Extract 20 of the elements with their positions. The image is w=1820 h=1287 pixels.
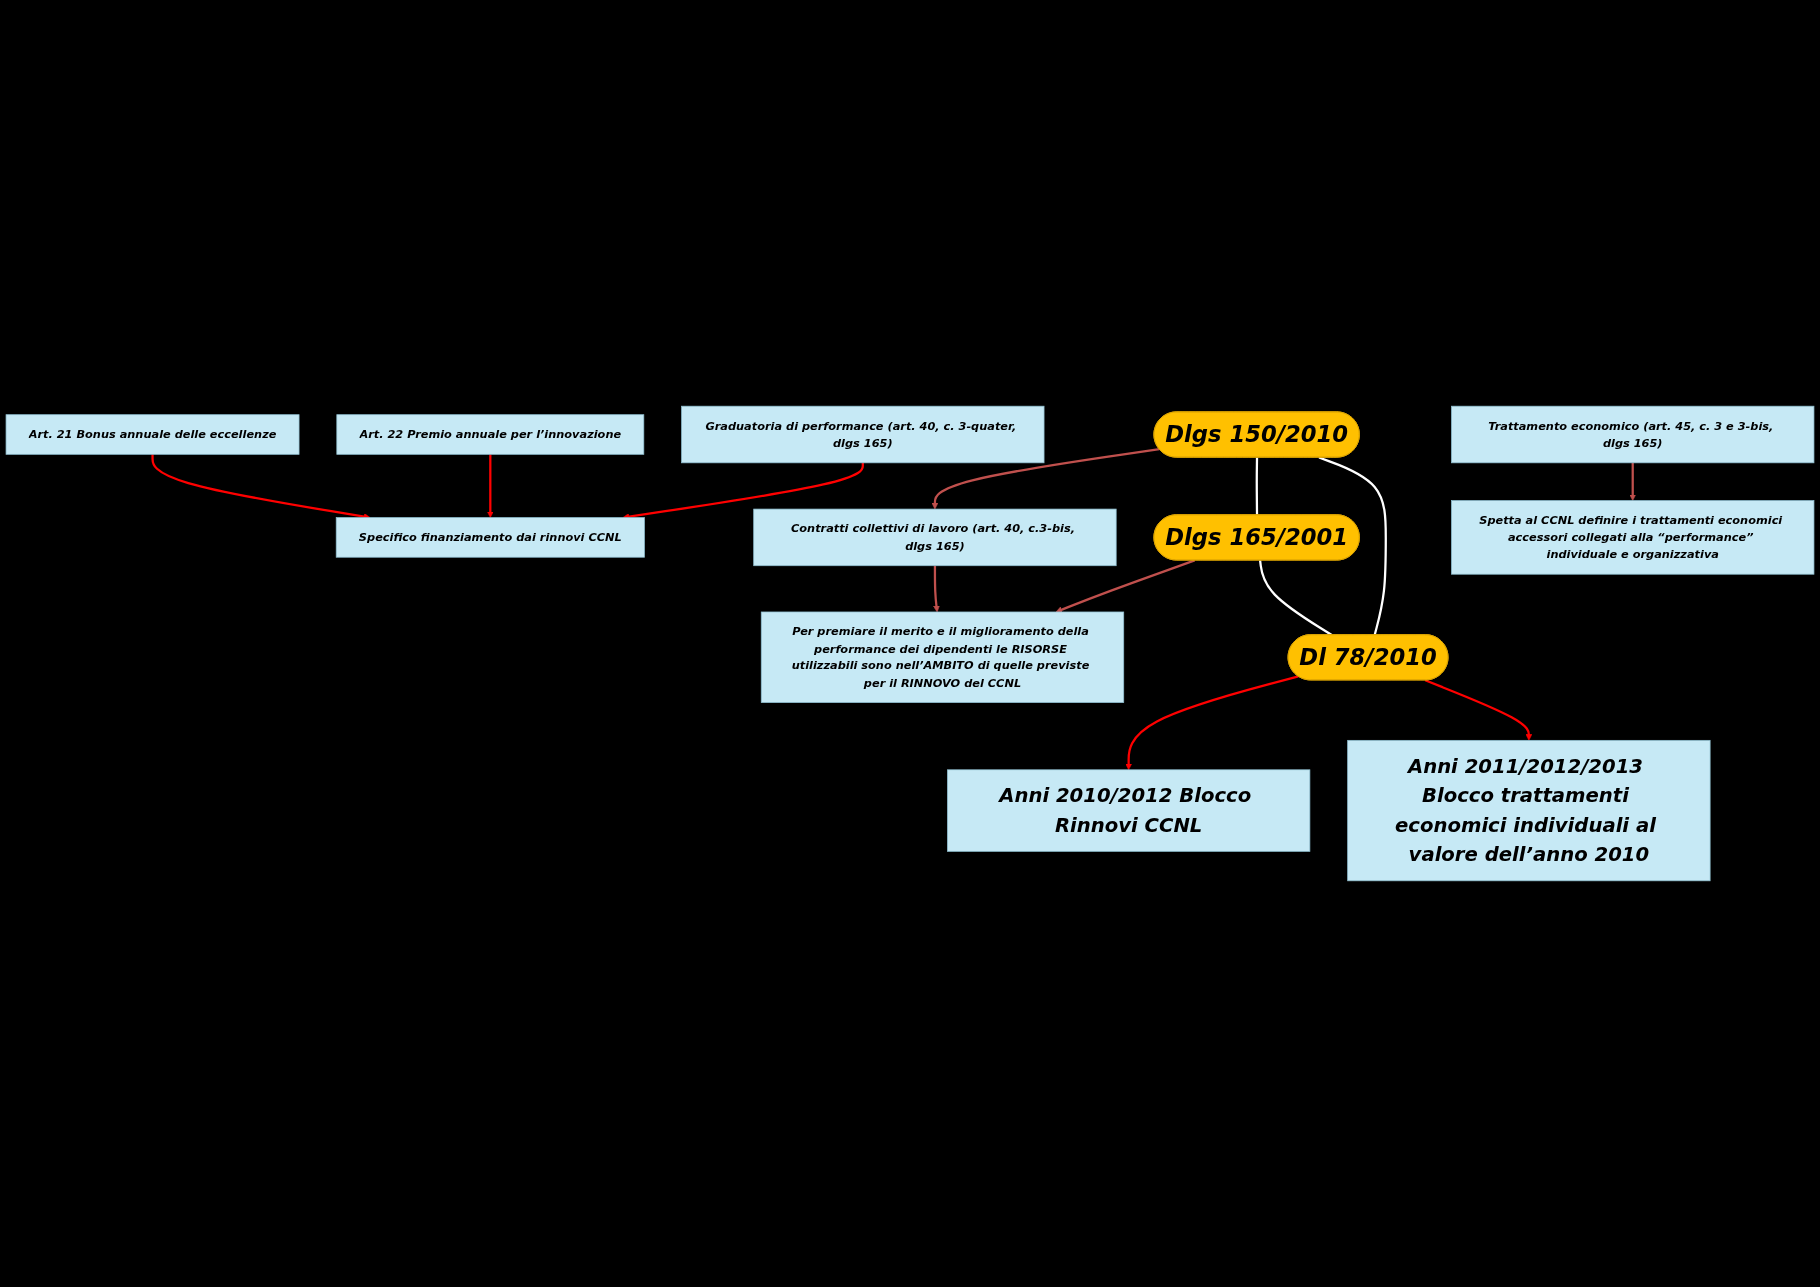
arrow xyxy=(487,454,494,518)
node-box: Trattamento economico (art. 45, c. 3 e 3-bis, dlgs 165) xyxy=(1451,405,1815,464)
node-box: Art. 21 Bonus annuale delle eccellenze xyxy=(5,414,300,455)
node-box: Specifico finanziamento dai rinnovi CCNL xyxy=(335,517,645,558)
connector xyxy=(1318,456,1387,636)
node-box: Art. 22 Premio annuale per l’innovazione xyxy=(336,414,645,455)
arrow xyxy=(1424,679,1533,741)
connector xyxy=(1258,560,1333,636)
node-box: Spetta al CCNL definire i trattamenti economici accessori collegati alla “performance” individuale e organizzativa xyxy=(1451,500,1815,575)
arrow xyxy=(931,448,1160,510)
connector xyxy=(1255,457,1259,516)
node-box: Contratti collettivi di lavoro (art. 40, c.3-bis, dlgs 165) xyxy=(753,508,1117,567)
arrow xyxy=(1125,675,1299,771)
node-box: Anni 2011/2012/2013 Blocco trattamenti economici individuali al valore dell’anno 2010 xyxy=(1347,739,1711,882)
node-box: Per premiare il merito e il miglioramento della performance dei dipendenti le RISORSE utilizzabili sono nell’AMBITO di quelle previste per il RINNOVO del CCNL xyxy=(760,611,1125,703)
node-box: Graduatoria di performance (art. 40, c. 3-quater, dlgs 165) xyxy=(681,405,1045,464)
arrow xyxy=(933,565,940,613)
node-box: Anni 2010/2012 Blocco Rinnovi CCNL xyxy=(947,769,1311,852)
arrow xyxy=(1055,559,1196,613)
arrow xyxy=(1629,462,1637,501)
